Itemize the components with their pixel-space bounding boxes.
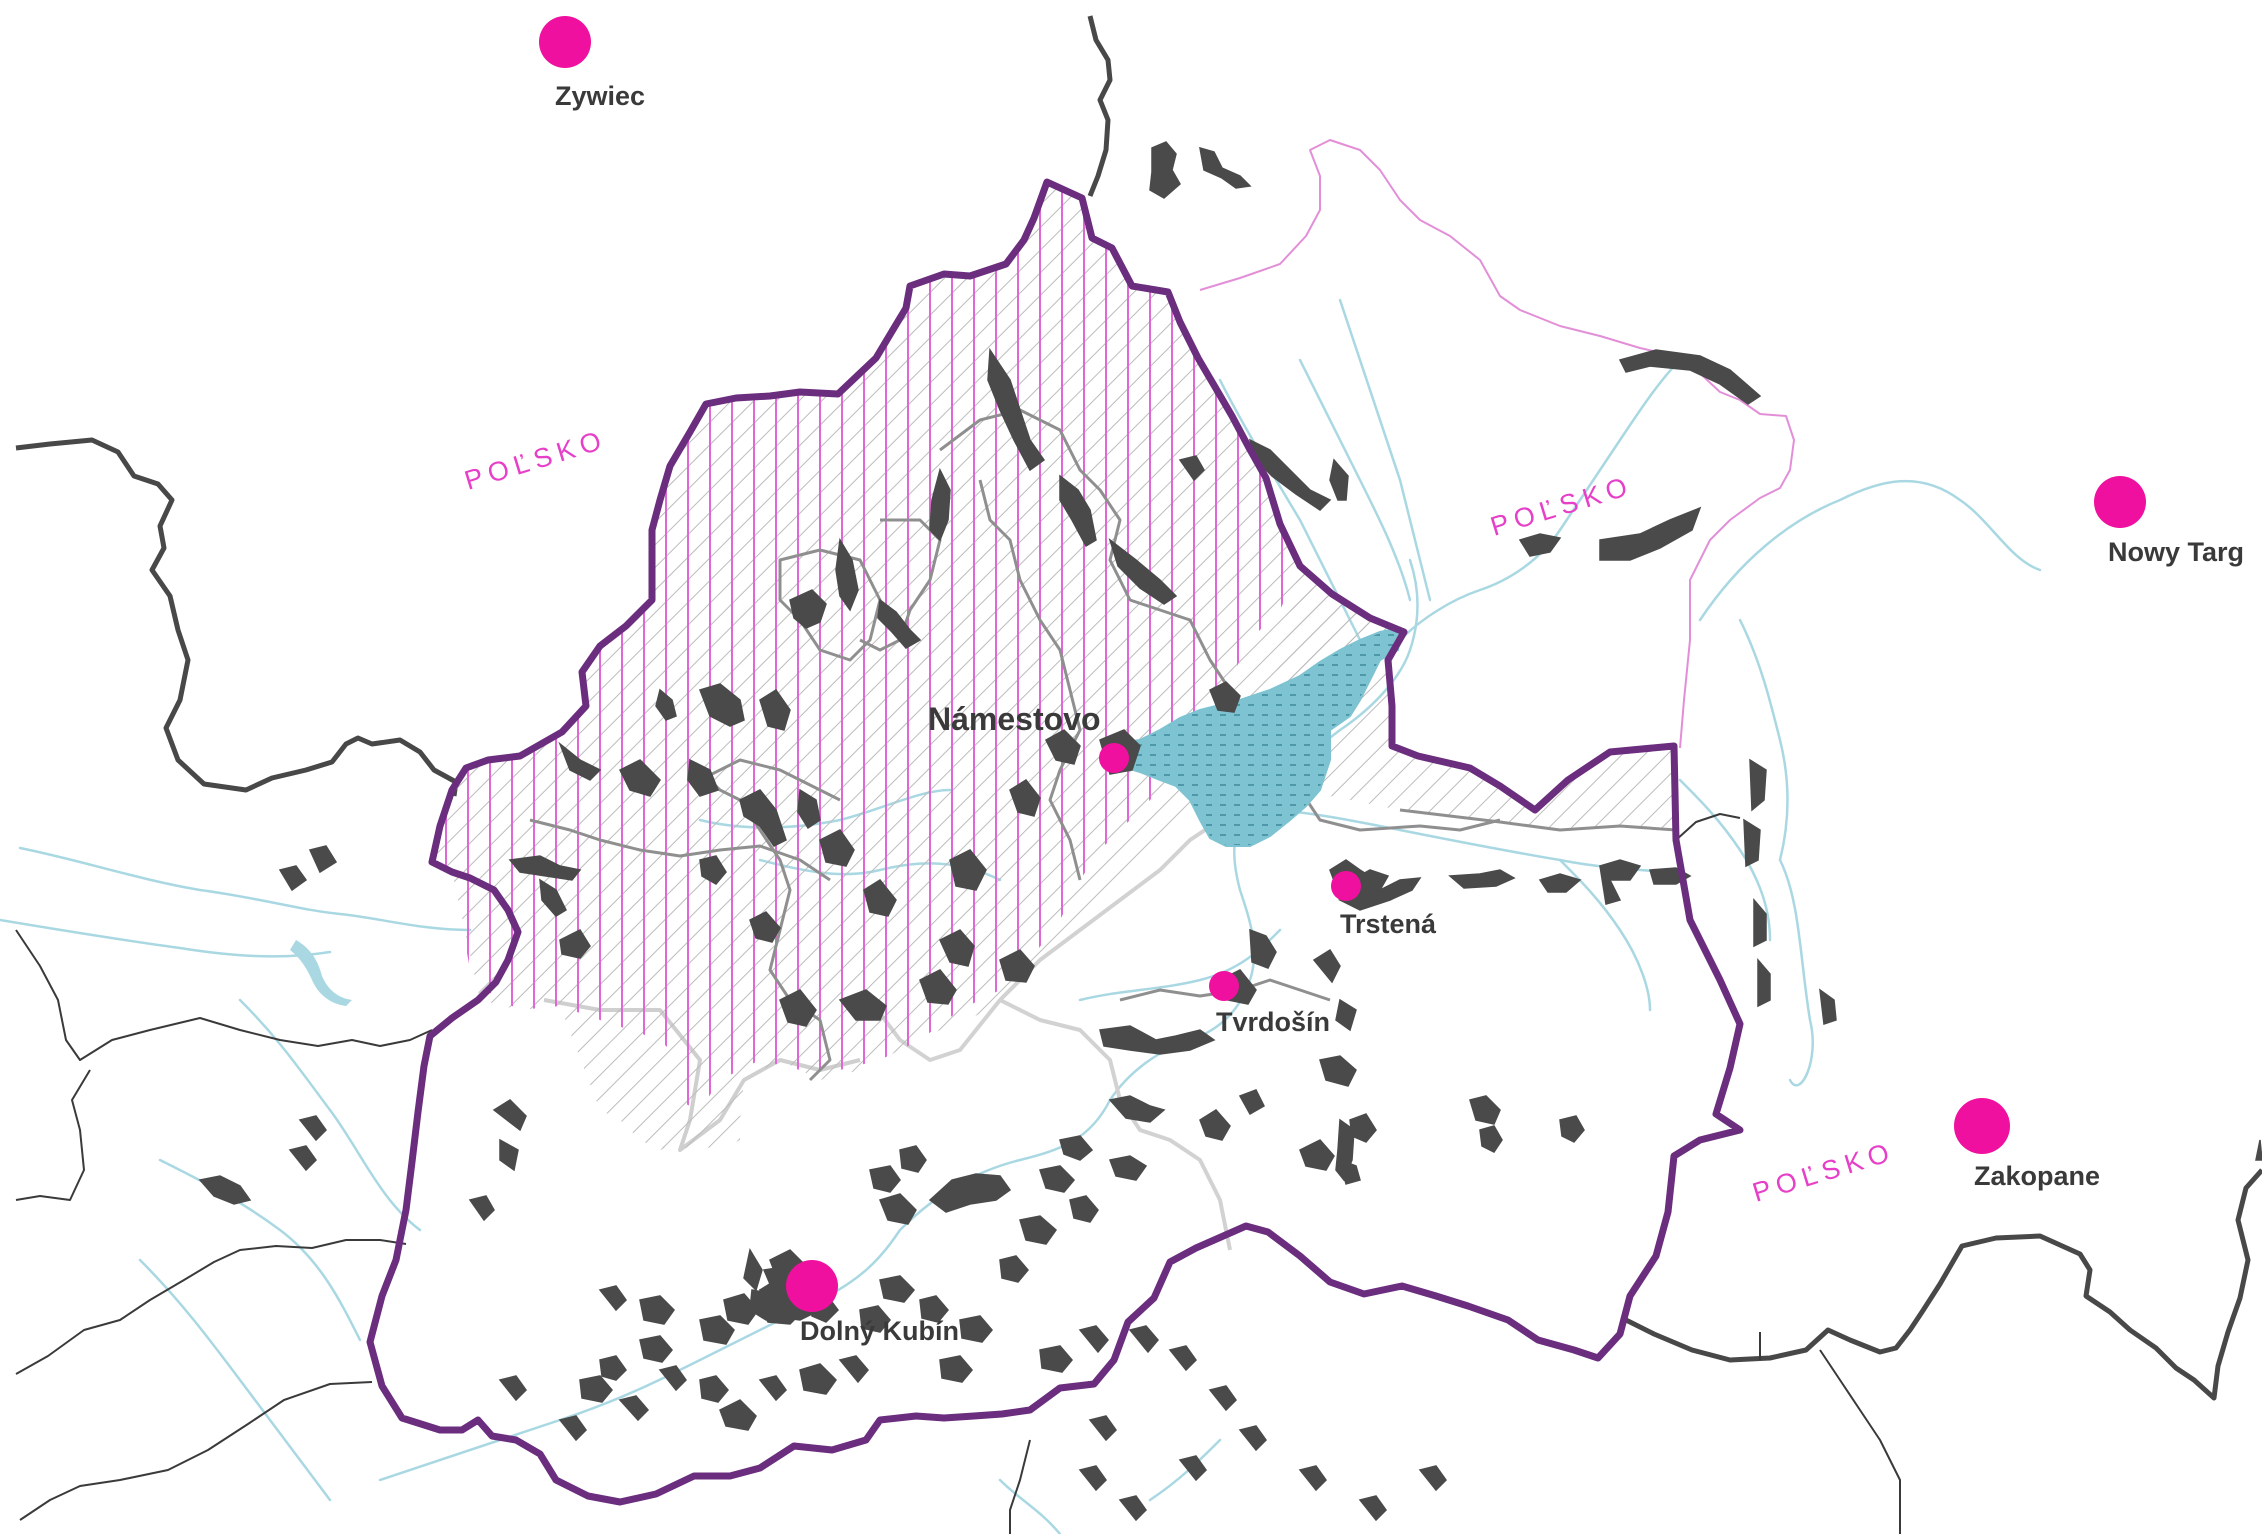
river-network <box>0 298 2042 1534</box>
country-label-north: POĽSKO <box>1487 470 1636 542</box>
inner-district-outlines <box>529 408 1677 1082</box>
country-label-west: POĽSKO <box>461 424 610 496</box>
orava-reservoir <box>1108 626 1402 847</box>
orava-hatched-area <box>432 182 1676 1150</box>
country-label-east: POĽSKO <box>1749 1136 1898 1208</box>
town-label-namestovo: Námestovo <box>928 701 1101 737</box>
country-borders <box>15 15 2262 1401</box>
town-marker-namestovo <box>1099 743 1129 773</box>
town-marker-nowy-targ <box>2094 476 2146 528</box>
town-label-trstena: Trstená <box>1340 909 1437 939</box>
town-label-zakopane: Zakopane <box>1974 1161 2100 1191</box>
town-marker-zywiec <box>539 16 591 68</box>
orava-region-border <box>366 178 1744 1506</box>
settlement-polygons <box>198 141 2262 1522</box>
town-label-nowy-targ: Nowy Targ <box>2108 537 2244 567</box>
town-markers <box>539 16 2146 1312</box>
town-marker-dolny-kubin <box>786 1260 838 1312</box>
town-label-dolny-kubin: Dolný Kubín <box>800 1316 959 1346</box>
town-marker-zakopane <box>1954 1098 2010 1154</box>
town-marker-trstena <box>1331 871 1361 901</box>
town-labels: Zywiec Nowy Targ Námestovo Trstená Tvrdo… <box>555 81 2244 1346</box>
west-reservoir <box>290 940 352 1006</box>
town-label-tvrdosin: Tvrdošín <box>1216 1007 1330 1037</box>
town-label-zywiec: Zywiec <box>555 81 645 111</box>
town-marker-tvrdosin <box>1209 971 1239 1001</box>
